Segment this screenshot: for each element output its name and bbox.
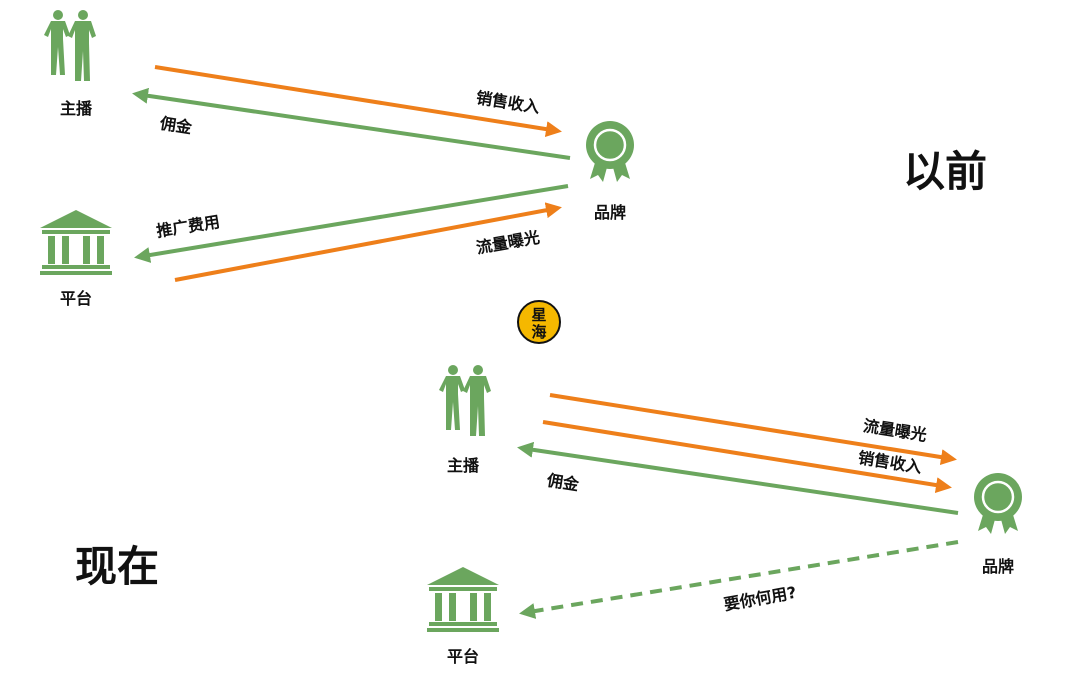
sales-arrow xyxy=(542,420,952,493)
before-title: 以前 xyxy=(903,147,987,196)
commission-label: 佣金 xyxy=(158,113,195,137)
platform-label: 平台 xyxy=(60,289,92,308)
commission-label: 佣金 xyxy=(545,470,582,494)
before-section: 主播 品牌 平台 销售收入 佣金 推广费用 流量曝光 以前 xyxy=(40,10,987,308)
svg-text:星: 星 xyxy=(531,306,546,324)
sales-label: 销售收入 xyxy=(475,88,541,117)
streamer-icon xyxy=(44,10,96,81)
platform-label: 平台 xyxy=(447,647,479,666)
brand-label: 品牌 xyxy=(982,557,1014,576)
traffic-label: 流量曝光 xyxy=(475,228,541,258)
useless-label: 要你何用? xyxy=(722,583,797,614)
logo: 星 海 xyxy=(517,300,561,344)
now-section: 主播 品牌 平台 流量曝光 销售收入 佣金 要你何用? 现在 xyxy=(75,365,1024,666)
traffic-arrow xyxy=(174,202,562,282)
brand-label: 品牌 xyxy=(594,203,626,222)
now-title: 现在 xyxy=(75,542,159,591)
promo-fee-label: 推广费用 xyxy=(155,212,221,241)
promo-fee-arrow xyxy=(134,184,569,263)
platform-bank-icon xyxy=(427,567,499,632)
brand-medal-icon xyxy=(972,471,1024,536)
streamer-icon xyxy=(439,365,491,436)
svg-text:海: 海 xyxy=(531,323,546,341)
platform-bank-icon xyxy=(40,210,112,275)
commission-arrow xyxy=(517,441,959,515)
useless-dashed-arrow xyxy=(519,540,959,619)
brand-medal-icon xyxy=(584,119,636,184)
traffic-arrow xyxy=(549,393,957,466)
sales-arrow xyxy=(154,65,562,138)
streamer-label: 主播 xyxy=(60,99,93,118)
streamer-label: 主播 xyxy=(447,456,480,475)
commission-arrow xyxy=(132,87,571,160)
traffic-label: 流量曝光 xyxy=(862,416,928,445)
